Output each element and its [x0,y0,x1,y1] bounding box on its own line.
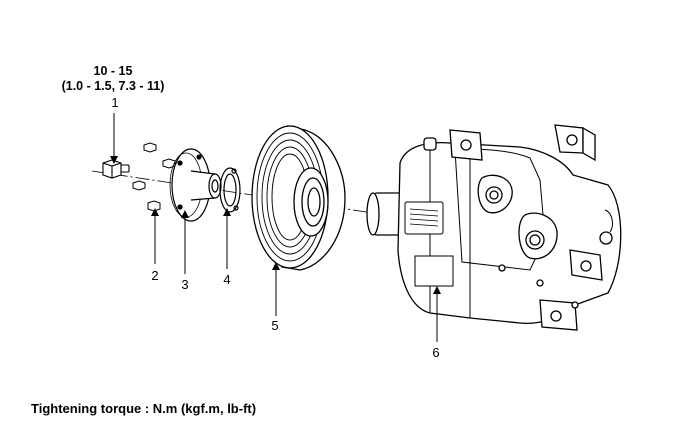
torque-value: 10 - 15 [93,64,133,78]
torque-value-conversions: (1.0 - 1.5, 7.3 - 11) [61,79,165,93]
center-bolt [102,159,130,179]
callout-2: 2 [151,268,159,283]
callout-5: 5 [271,318,279,333]
disc-plate [169,148,222,222]
tightening-torque-legend: Tightening torque : N.m (kgf.m, lb-ft) [31,401,257,416]
snap-ring [219,167,241,213]
shim-bolts [132,142,176,212]
callout-1: 1 [111,95,119,110]
callout-6: 6 [432,345,440,360]
callout-4: 4 [223,272,231,287]
callout-3: 3 [181,277,189,292]
pulley [251,125,346,271]
leader-lines [110,113,441,342]
compressor-body [366,124,622,331]
